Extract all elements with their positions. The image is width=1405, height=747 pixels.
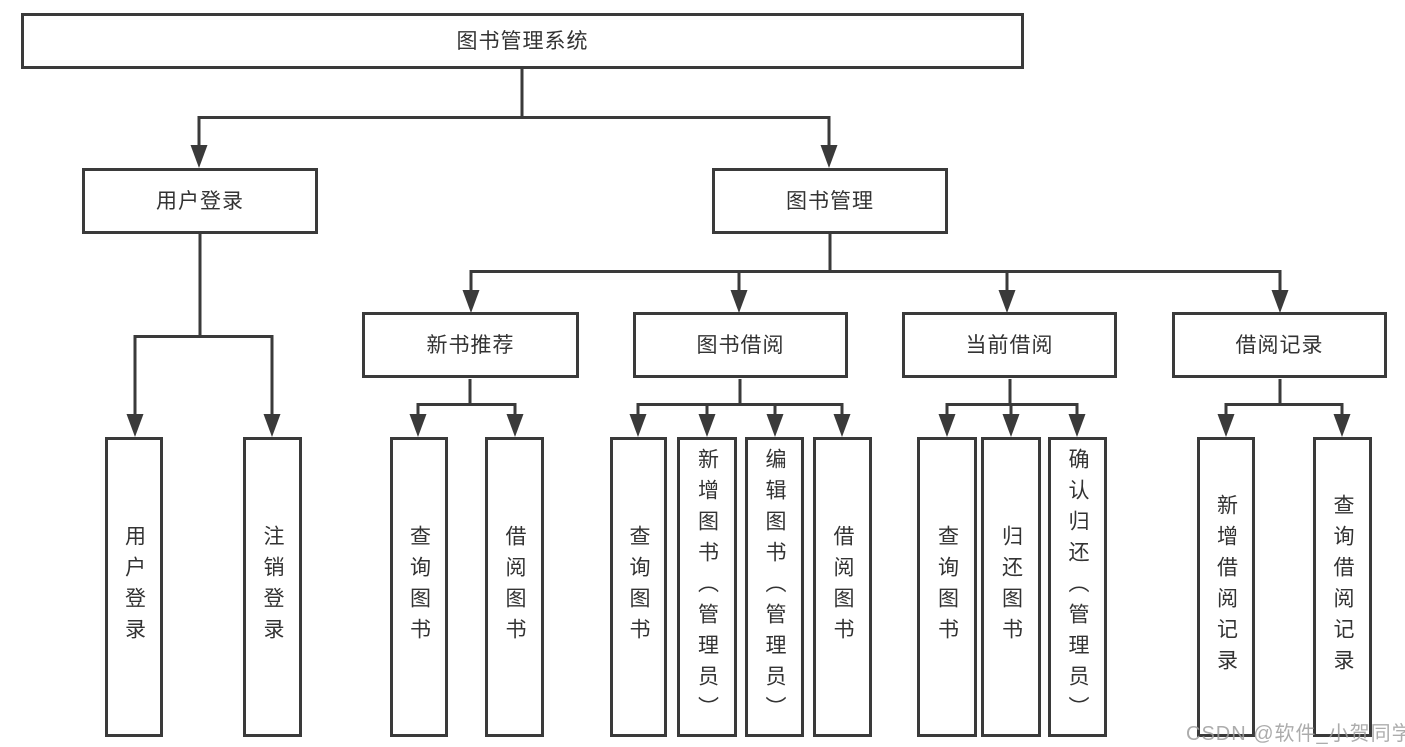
edge-root-bracket xyxy=(197,116,831,148)
arrow-to-leaf-query-book-2 xyxy=(629,414,647,437)
node-leaf-borrow-book-2: 借阅图书 xyxy=(813,437,872,737)
arrow-to-leaf-logout xyxy=(263,414,281,437)
edge-user-login-bracket xyxy=(133,335,274,418)
node-leaf-query-borrow-record: 查询借阅记录 xyxy=(1313,437,1372,737)
node-root: 图书管理系统 xyxy=(21,13,1024,69)
node-leaf-query-book-3: 查询图书 xyxy=(917,437,977,737)
arrow-to-leaf-edit-book xyxy=(766,414,784,437)
edge-book-management-bracket xyxy=(469,270,1282,294)
node-leaf-confirm-return: 确认归还（管理员） xyxy=(1048,437,1107,737)
arrow-to-leaf-query-book-1 xyxy=(409,414,427,437)
node-borrow-records: 借阅记录 xyxy=(1172,312,1387,378)
node-leaf-borrow-book-1: 借阅图书 xyxy=(485,437,544,737)
node-leaf-edit-book: 编辑图书（管理员） xyxy=(745,437,804,737)
arrow-to-user-login xyxy=(190,145,208,168)
edge-current-borrow-bracket xyxy=(945,403,1079,419)
arrow-to-new-book-recommend xyxy=(462,290,480,313)
arrowheads xyxy=(126,145,1351,437)
arrow-to-leaf-borrow-book-1 xyxy=(506,414,524,437)
node-leaf-query-book-1: 查询图书 xyxy=(390,437,448,737)
node-leaf-user-login: 用户登录 xyxy=(105,437,163,737)
arrow-to-leaf-return-book xyxy=(1002,414,1020,437)
arrow-to-book-borrow xyxy=(730,290,748,313)
node-leaf-query-book-2: 查询图书 xyxy=(610,437,667,737)
node-leaf-add-book: 新增图书（管理员） xyxy=(677,437,737,737)
node-leaf-return-book: 归还图书 xyxy=(981,437,1041,737)
csdn-watermark: CSDN @软件_小贺同学 xyxy=(1186,723,1405,745)
arrow-to-leaf-query-book-3 xyxy=(938,414,956,437)
arrow-to-leaf-query-borrow-record xyxy=(1333,414,1351,437)
node-leaf-add-borrow-record: 新增借阅记录 xyxy=(1197,437,1255,737)
node-book-borrow: 图书借阅 xyxy=(633,312,848,378)
node-leaf-logout: 注销登录 xyxy=(243,437,302,737)
edge-borrow-records-bracket xyxy=(1224,403,1344,419)
node-new-book-recommend: 新书推荐 xyxy=(362,312,579,378)
node-current-borrow: 当前借阅 xyxy=(902,312,1117,378)
arrow-to-leaf-borrow-book-2 xyxy=(833,414,851,437)
arrow-to-leaf-user-login xyxy=(126,414,144,437)
edge-book-borrow-bracket xyxy=(636,403,844,419)
edge-new-book-bracket xyxy=(416,403,517,419)
arrow-to-leaf-add-book xyxy=(698,414,716,437)
arrow-to-book-management xyxy=(820,145,838,168)
arrow-to-borrow-records xyxy=(1271,290,1289,313)
node-user-login: 用户登录 xyxy=(82,168,318,234)
arrow-to-current-borrow xyxy=(998,290,1016,313)
node-book-management: 图书管理 xyxy=(712,168,948,234)
arrow-to-leaf-add-borrow-record xyxy=(1217,414,1235,437)
arrow-to-leaf-confirm-return xyxy=(1068,414,1086,437)
